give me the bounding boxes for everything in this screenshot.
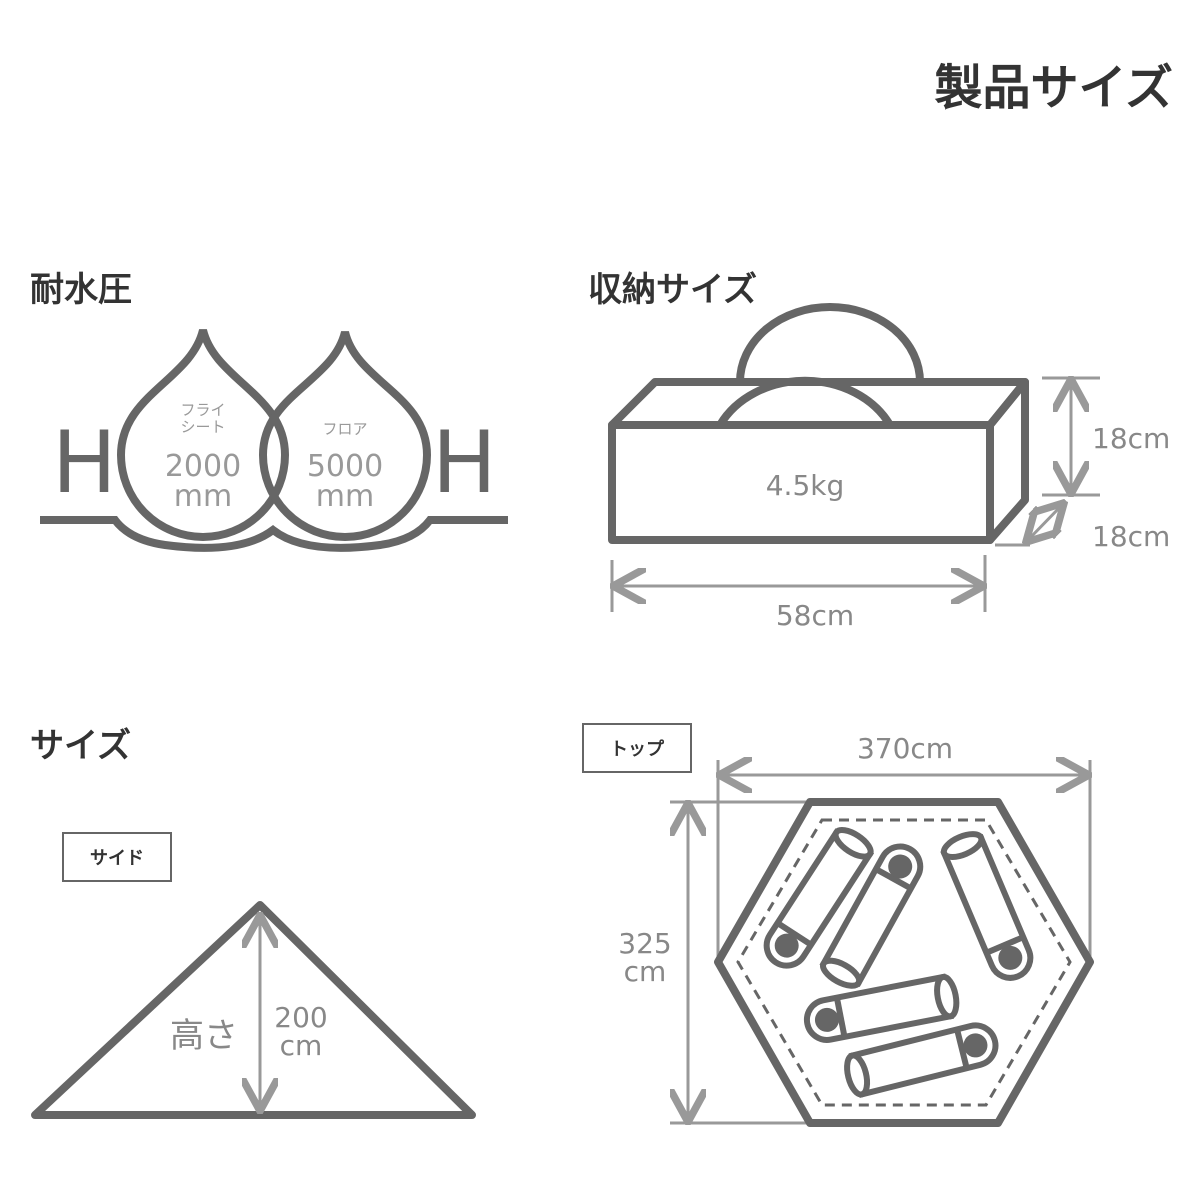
fly-value-unit: mm: [173, 479, 233, 514]
side-tag: サイド: [62, 832, 172, 882]
storage-weight: 4.5kg: [765, 469, 845, 502]
fly-value: 2000 mm: [153, 452, 253, 512]
storage-heading: 収納サイズ: [588, 270, 757, 310]
water-resistance-illustration: [40, 328, 508, 552]
page-title: 製品サイズ: [934, 60, 1173, 116]
top-depth-number: 325: [618, 927, 672, 960]
h-letter-left: H: [52, 413, 117, 513]
fly-label-line2: シート: [180, 418, 226, 436]
fly-label-line1: フライ: [180, 401, 226, 419]
height-value-unit: cm: [279, 1029, 323, 1062]
storage-height: 18cm: [1092, 422, 1171, 455]
height-value: 200 cm: [270, 1004, 332, 1060]
height-label: 高さ: [170, 1016, 238, 1056]
floor-label: フロア: [322, 420, 368, 438]
fly-value-number: 2000: [164, 449, 242, 484]
top-width: 370cm: [856, 732, 954, 765]
storage-width: 58cm: [775, 599, 855, 632]
drop-floor: [258, 330, 432, 541]
tent-side-triangle: [31, 901, 476, 1119]
size-heading: サイズ: [30, 726, 131, 766]
top-depth: 325 cm: [612, 930, 678, 986]
h-letter-right: H: [432, 413, 497, 513]
water-line: [40, 516, 508, 552]
height-value-number: 200: [274, 1001, 328, 1034]
storage-depth: 18cm: [1092, 520, 1171, 553]
floor-value: 5000 mm: [295, 452, 395, 512]
floor-value-number: 5000: [306, 449, 384, 484]
top-tag: トップ: [582, 723, 692, 773]
fly-label: フライ シート: [153, 402, 253, 436]
top-dimension-lines: [670, 760, 1090, 1123]
storage-bag-illustration: [608, 303, 1029, 544]
floor-value-unit: mm: [315, 479, 375, 514]
top-depth-unit: cm: [623, 955, 667, 988]
storage-dimension-lines: [612, 378, 1100, 612]
water-heading: 耐水圧: [30, 270, 132, 310]
tent-inner-dashed: [736, 818, 1072, 1107]
